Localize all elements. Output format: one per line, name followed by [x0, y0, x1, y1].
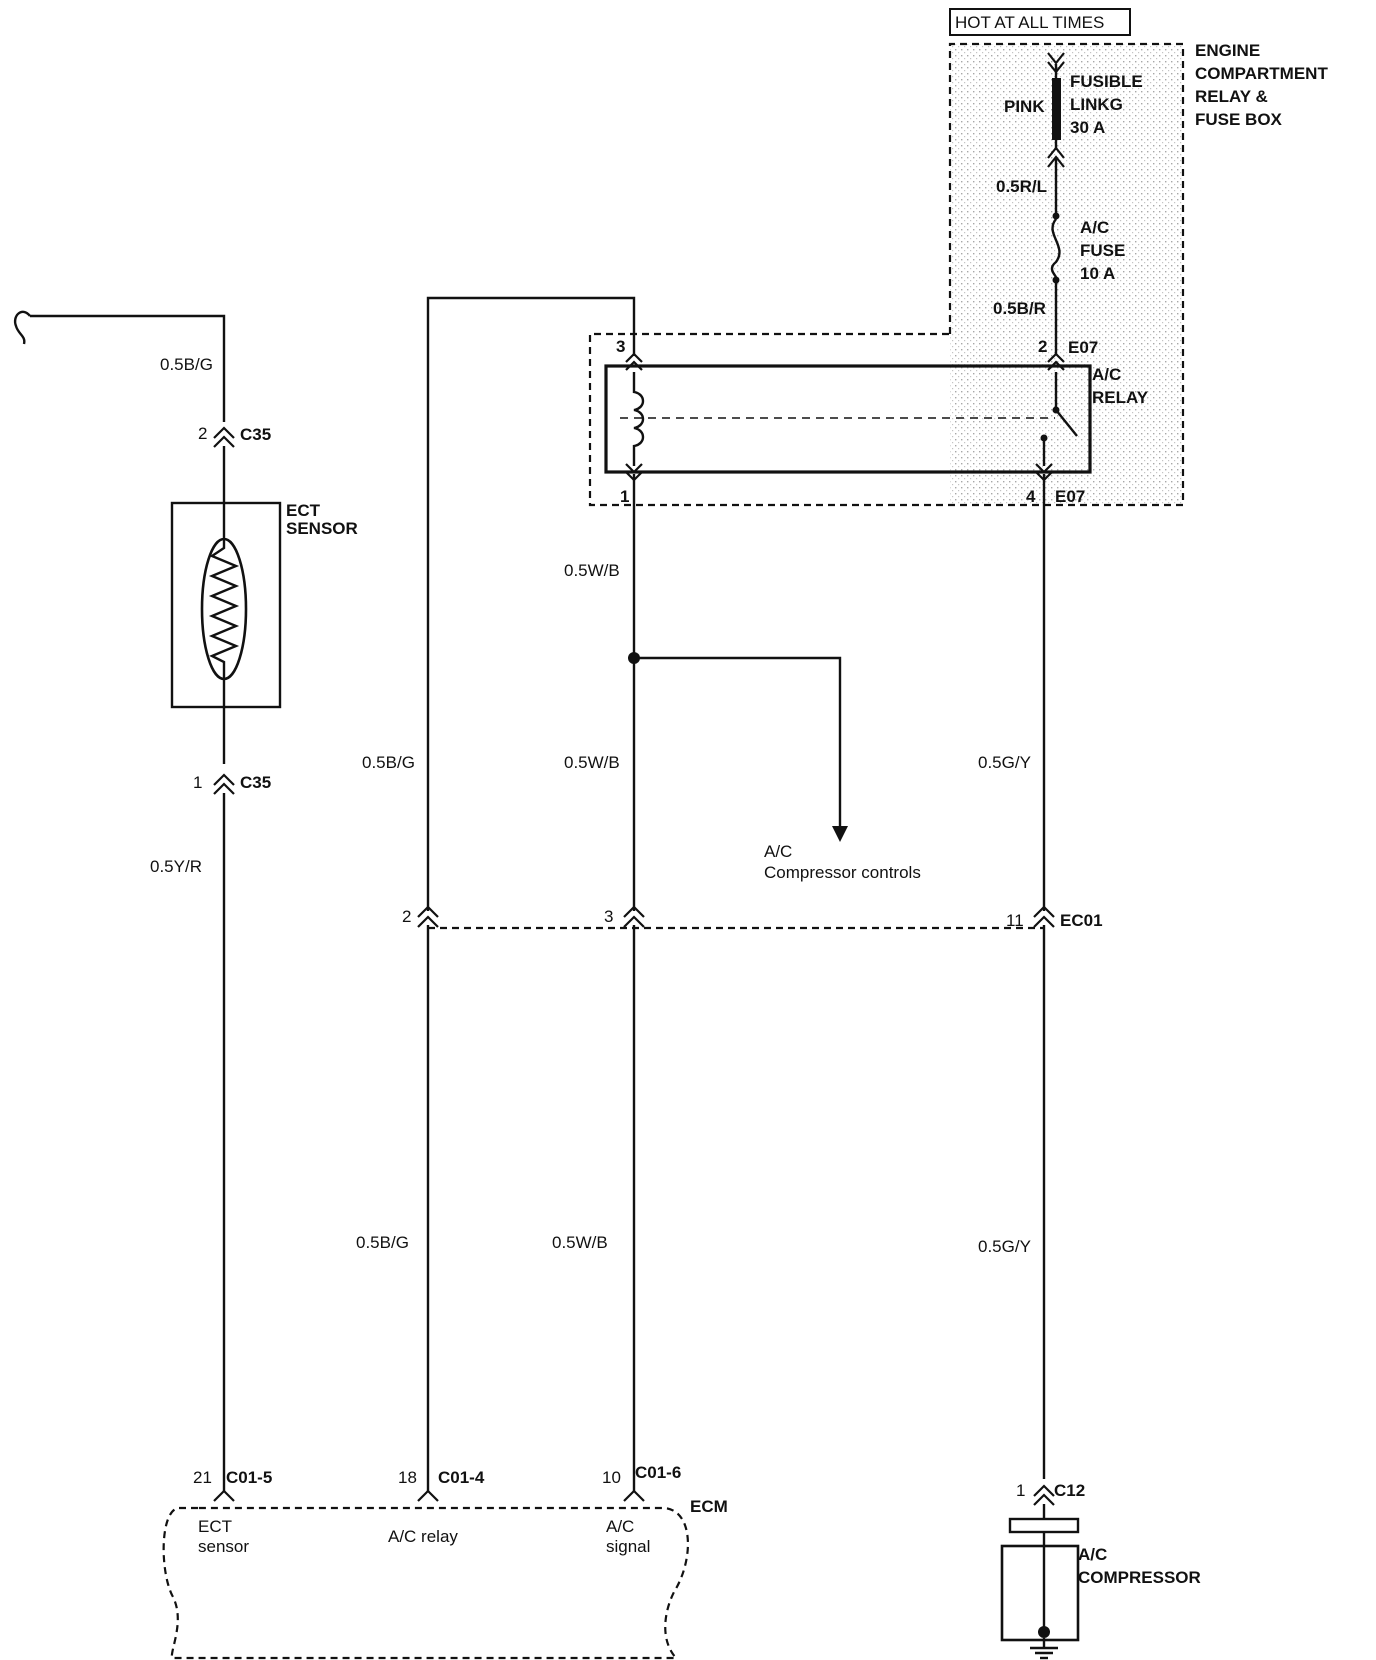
ect-sensor-line-1: ECT	[286, 501, 321, 520]
fuse-box	[588, 42, 1185, 507]
ecm-pin-10-marker	[623, 1489, 645, 1502]
relay-line-1: A/C	[1092, 365, 1121, 384]
relay-pin-3-num: 3	[616, 337, 625, 356]
ecm-connector-c01-4: C01-4	[438, 1468, 485, 1487]
branch-compressor-controls: A/C Compressor controls	[628, 652, 921, 882]
ecm-pin-21-marker	[213, 1489, 235, 1502]
compressor-line-1: A/C	[1078, 1545, 1107, 1564]
wire-label-05bg-top: 0.5B/G	[160, 355, 213, 374]
hot-at-all-times-box: HOT AT ALL TIMES	[949, 8, 1131, 36]
hot-label: HOT AT ALL TIMES	[955, 13, 1104, 32]
ecm-connector-c01-6: C01-6	[635, 1463, 681, 1482]
ecm-relay-label: A/C relay	[388, 1527, 458, 1546]
relay-pin-1: 1	[620, 463, 643, 506]
ac-fuse-line-3: 10 A	[1080, 264, 1115, 283]
wire-label-05bg-mid: 0.5B/G	[362, 753, 415, 772]
fusible-link-line-3: 30 A	[1070, 118, 1105, 137]
c12-label: C12	[1054, 1481, 1085, 1500]
c35-top-label: C35	[240, 425, 271, 444]
ecm-signal-line-2: signal	[606, 1537, 650, 1556]
fusebox-title-line-3: RELAY &	[1195, 87, 1268, 106]
relay-pin-1-num: 1	[620, 487, 629, 506]
relay-pin-2: 2 E07	[1038, 337, 1098, 371]
ec01-label: EC01	[1060, 911, 1103, 930]
fusebox-title-line-2: COMPARTMENT	[1195, 64, 1328, 83]
relay-pin-4-connector: E07	[1055, 487, 1085, 506]
ecm-connector-c01-5: C01-5	[226, 1468, 272, 1487]
wire-label-05gy-low: 0.5G/Y	[978, 1237, 1031, 1256]
wire-label-05bg-low: 0.5B/G	[356, 1233, 409, 1252]
ac-fuse-line-1: A/C	[1080, 218, 1109, 237]
ec01-pin-11: 11	[1006, 911, 1024, 930]
ecm-ect-line-1: ECT	[198, 1517, 232, 1536]
fusebox-title: ENGINE COMPARTMENT RELAY & FUSE BOX	[1195, 41, 1328, 129]
relay-line-2: RELAY	[1092, 388, 1149, 407]
wire-label-05wb-mid: 0.5W/B	[564, 753, 620, 772]
c35-bottom-label: C35	[240, 773, 271, 792]
ecm-pin-21: 21	[193, 1468, 212, 1487]
c12-marker	[1033, 1484, 1055, 1506]
branch-line-1: A/C	[764, 842, 792, 861]
fusebox-title-line-1: ENGINE	[1195, 41, 1260, 60]
fusible-link-line-1: FUSIBLE	[1070, 72, 1143, 91]
ect-lower-circuit: 1 C35 0.5Y/R	[150, 707, 271, 1481]
ecm: 21 C01-5 18 C01-4 10 C01-6 ECM ECT senso…	[162, 1463, 728, 1660]
wire-label-05br: 0.5B/R	[993, 299, 1046, 318]
ecm-pin-18-marker	[417, 1489, 439, 1502]
wire-label-05wb-low: 0.5W/B	[552, 1233, 608, 1252]
c35-bottom-marker	[213, 773, 235, 795]
ecm-pin-10: 10	[602, 1468, 621, 1487]
fusible-link-color: PINK	[1004, 97, 1045, 116]
ac-fuse: A/C FUSE 10 A	[1050, 212, 1125, 284]
ac-relay: A/C RELAY	[604, 364, 1149, 474]
ect-circuit: 0.5B/G 2 C35	[13, 310, 271, 503]
ec01-pin-3: 3	[604, 907, 613, 926]
c35-pin-2: 2	[198, 424, 207, 443]
wire-label-05gy-mid: 0.5G/Y	[978, 753, 1031, 772]
fusible-link-line-2: LINKG	[1070, 95, 1123, 114]
ecm-signal-line-1: A/C	[606, 1517, 634, 1536]
c12-pin-1: 1	[1016, 1481, 1025, 1500]
connector-ec01: 2 3 11 EC01	[402, 905, 1103, 930]
relay-pin-4-num: 4	[1026, 487, 1036, 506]
c35-pin-1: 1	[193, 773, 202, 792]
fusible-link: PINK FUSIBLE LINKG 30 A	[1004, 52, 1143, 168]
wire-label-05yr: 0.5Y/R	[150, 857, 202, 876]
ecm-pin-18: 18	[398, 1468, 417, 1487]
relay-pin-2-connector: E07	[1068, 338, 1098, 357]
ac-compressor: 1 C12 A/C COMPRESSOR	[1000, 1481, 1201, 1660]
ecm-ect-line-2: sensor	[198, 1537, 249, 1556]
ec01-pin-2: 2	[402, 907, 411, 926]
fusebox-title-line-4: FUSE BOX	[1195, 110, 1283, 129]
wire-relay-control	[426, 296, 636, 911]
relay-pin-4: 4 E07	[1026, 463, 1085, 506]
ect-sensor-line-2: SENSOR	[286, 519, 358, 538]
compressor-line-2: COMPRESSOR	[1078, 1568, 1201, 1587]
ect-sensor: ECT SENSOR	[170, 501, 358, 709]
relay-pin-2-num: 2	[1038, 337, 1047, 356]
wire-label-05rl: 0.5R/L	[996, 177, 1047, 196]
branch-line-2: Compressor controls	[764, 863, 921, 882]
wire-label-05wb-top: 0.5W/B	[564, 561, 620, 580]
ecm-name: ECM	[690, 1497, 728, 1516]
c35-top-marker	[213, 426, 235, 448]
ac-fuse-line-2: FUSE	[1080, 241, 1125, 260]
